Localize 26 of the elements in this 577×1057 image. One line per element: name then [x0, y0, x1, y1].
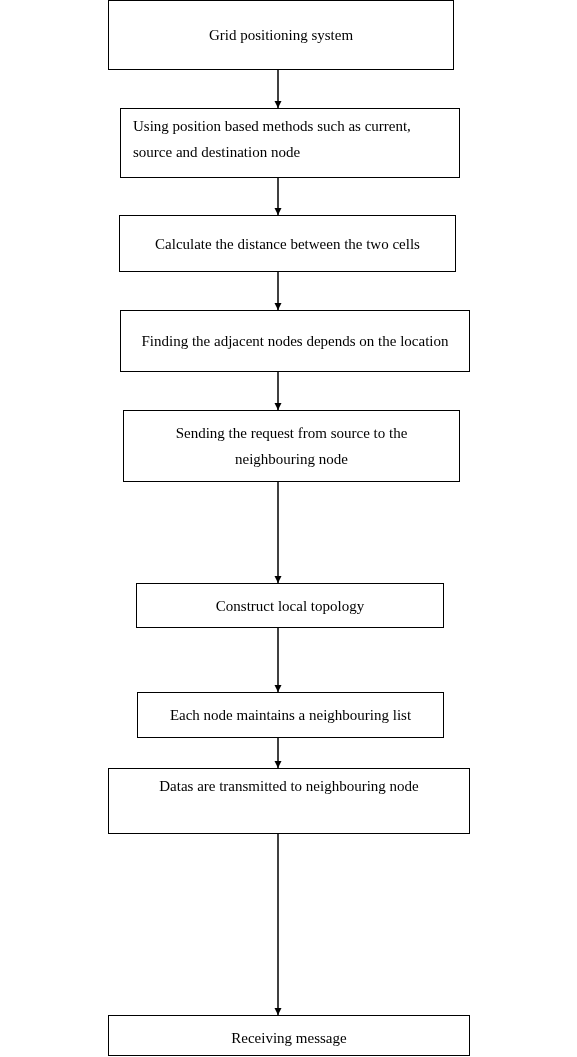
process-box: [120, 310, 470, 372]
step-text: Each node maintains a neighbouring list: [169, 706, 412, 725]
step-text: Datas are transmitted to neighbouring node: [159, 777, 419, 796]
arrow: [274, 481, 282, 584]
step-text: Construct local topology: [215, 596, 365, 616]
process-box: [120, 108, 460, 178]
step-text: Calculate the distance between the two cells: [155, 234, 420, 254]
process-box: [136, 583, 444, 628]
arrow: [274, 833, 282, 1016]
step-text: Sending the request from source to the neighbouring node: [174, 424, 409, 469]
process-box: [108, 768, 470, 834]
arrow: [274, 69, 282, 109]
arrow: [274, 737, 282, 769]
step-text: Receiving message: [231, 1029, 347, 1048]
arrow: [274, 627, 282, 693]
process-box: [137, 692, 444, 738]
step-text: Using position based methods such as current, source and destination node: [133, 117, 412, 162]
process-box: [123, 410, 460, 482]
step-text: Finding the adjacent nodes depends on the location: [141, 332, 449, 351]
process-box: [108, 1015, 470, 1056]
arrow: [274, 371, 282, 411]
process-box: [108, 0, 454, 70]
process-box: [119, 215, 456, 272]
arrow: [274, 271, 282, 311]
step-text: Grid positioning system: [208, 26, 354, 45]
arrow: [274, 177, 282, 216]
